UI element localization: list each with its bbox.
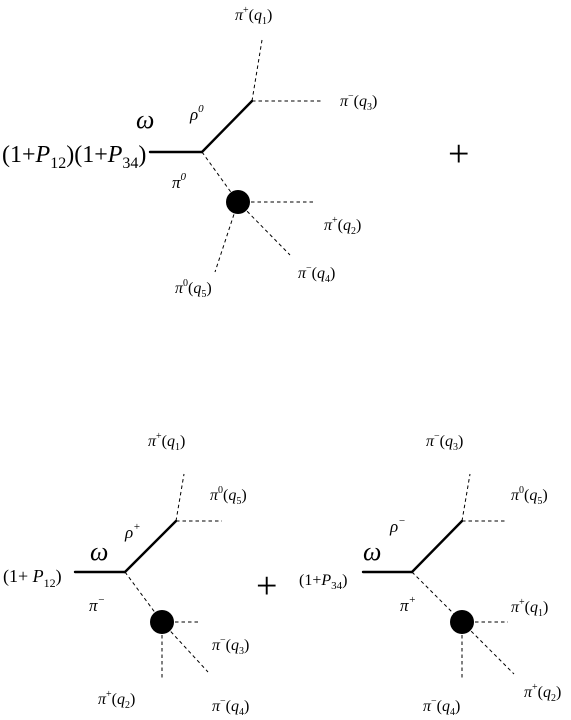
leg-line-pi-minus-q4: [161, 621, 209, 673]
leg-line-pi-plus-q1: [251, 39, 263, 102]
plus-sign-bottom: +: [256, 565, 277, 607]
leg-label-pi-plus-q1: π+(q1): [148, 431, 185, 453]
leg-line-pi-plus-q1: [175, 473, 185, 522]
pi-internal-label: π−: [89, 594, 105, 615]
leg-line-pi-zero-q5: [214, 201, 239, 273]
leg-label-pi-plus-q1: π+(q1): [235, 5, 272, 27]
rho-line: [123, 519, 178, 574]
rho-line: [200, 99, 254, 154]
diagram-2: (1+ P12) ω ρ+ π− π+(q1) π0(q5) π−(q3) π−…: [3, 431, 249, 718]
leg-label-pi-minus-q3: π−(q3): [340, 91, 377, 113]
pi-internal-label: π0: [172, 171, 187, 192]
rho-label: ρ0: [189, 103, 204, 124]
leg-label-pi-zero-q5: π0(q5): [210, 485, 247, 507]
leg-label-pi-plus-q2: π+(q2): [324, 215, 361, 237]
prefix-label: (1+P12)(1+P34): [2, 142, 146, 172]
leg-label-pi-minus-q4: π−(q4): [212, 696, 249, 718]
blob-vertex: [150, 610, 174, 634]
prefix-label: (1+ P12): [3, 566, 62, 590]
leg-label-pi-plus-q1: π+(q1): [511, 597, 548, 619]
leg-label-pi-zero-q5: π0(q5): [511, 485, 548, 507]
leg-label-pi-minus-q4: π−(q4): [423, 696, 460, 718]
rho-label: ρ+: [124, 521, 141, 542]
leg-label-pi-minus-q3: π−(q3): [426, 431, 463, 453]
leg-label-pi-plus-q2: π+(q2): [98, 689, 135, 711]
leg-line-pi-plus-q2: [461, 621, 515, 675]
leg-label-pi-minus-q4: π−(q4): [298, 263, 335, 285]
blob-vertex: [226, 190, 250, 214]
omega-label: ω: [136, 105, 154, 134]
omega-label: ω: [90, 537, 108, 566]
prefix-label: (1+P34): [299, 572, 347, 592]
leg-line-pi-minus-q3: [461, 473, 471, 522]
leg-label-pi-minus-q3: π−(q3): [212, 635, 249, 657]
plus-sign-top: +: [448, 133, 469, 175]
leg-label-pi-plus-q2: π+(q2): [524, 682, 561, 704]
omega-label: ω: [363, 537, 381, 566]
diagram-1: (1+P12)(1+P34) ω ρ0 π0 π+(q1) π−(q3) π+(…: [2, 5, 469, 300]
blob-vertex: [450, 610, 474, 634]
rho-label: ρ−: [389, 515, 406, 536]
leg-line-pi-minus-q4: [237, 201, 291, 256]
rho-line: [410, 519, 464, 574]
leg-label-pi-zero-q5: π0(q5): [175, 278, 212, 300]
pi-internal-label: π+: [400, 594, 416, 615]
diagram-3: (1+P34) ω ρ− π+ π−(q3) π0(q5) π+(q1) π+(…: [299, 431, 561, 718]
